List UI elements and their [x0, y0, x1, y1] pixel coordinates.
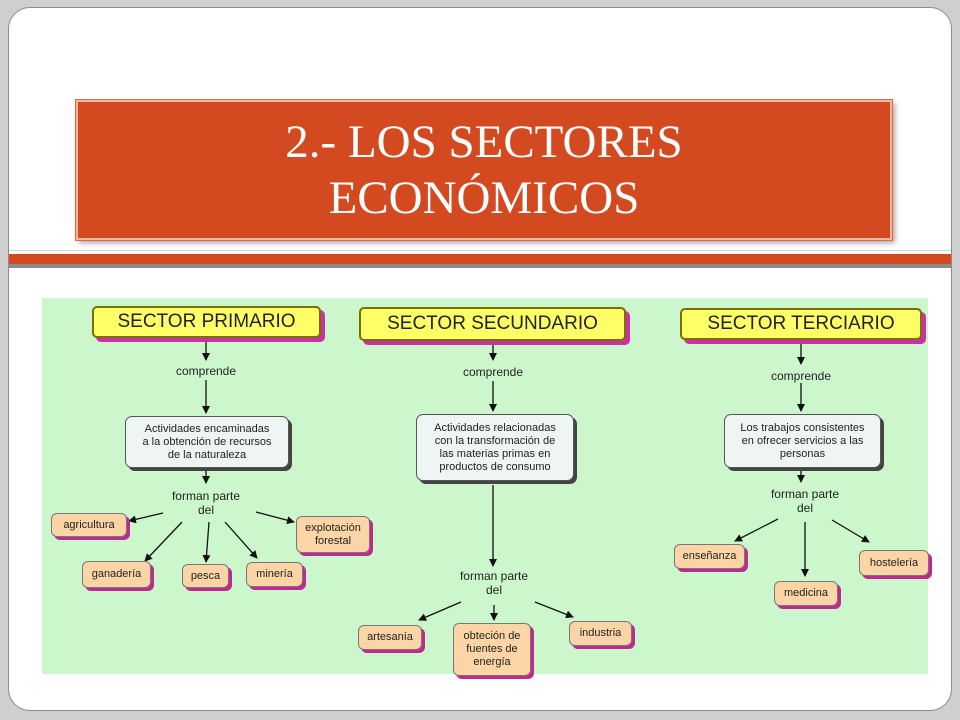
arrow	[534, 601, 574, 619]
item-ensenanza: enseñanza	[674, 544, 745, 569]
terciario-description: Los trabajos consistentes en ofrecer ser…	[724, 414, 881, 468]
item-obtencion-fuentes-energia: obteción de fuentes de energía	[453, 623, 531, 676]
secundario-description: Actividades relacionadas con la transfor…	[416, 414, 574, 481]
title-box: 2.- LOS SECTORES ECONÓMICOS	[76, 100, 892, 240]
arrow	[202, 521, 211, 563]
primario-link-forman-parte: forman parte del	[171, 489, 241, 517]
sector-terciario-node: SECTOR TERCIARIO	[680, 308, 922, 340]
terciario-link-forman-parte: forman parte del	[770, 487, 840, 515]
arrow	[255, 511, 295, 525]
item-hosteleria: hostelería	[859, 550, 929, 576]
connector-arrows	[128, 340, 870, 621]
arrow	[734, 518, 779, 542]
item-pesca: pesca	[182, 564, 229, 588]
divider-line	[9, 250, 951, 251]
arrow	[418, 601, 462, 621]
item-medicina: medicina	[774, 581, 838, 606]
title-line-2: ECONÓMICOS	[328, 172, 640, 224]
divider-shadow	[9, 264, 951, 268]
secundario-link-forman-parte: forman parte del	[459, 569, 529, 597]
item-agricultura: agricultura	[51, 513, 127, 537]
item-artesania: artesanía	[358, 625, 422, 650]
sector-primario-node: SECTOR PRIMARIO	[92, 306, 321, 338]
arrow	[128, 512, 164, 524]
arrow	[224, 521, 258, 559]
arrow	[144, 521, 183, 562]
title-line-1: 2.- LOS SECTORES	[285, 116, 683, 168]
accent-band	[9, 254, 951, 264]
primario-description: Actividades encaminadas a la obtención d…	[125, 416, 289, 468]
item-industria: industria	[569, 621, 632, 646]
slide: 2.- LOS SECTORES ECONÓMICOS	[8, 7, 952, 711]
concept-map: SECTOR PRIMARIO comprende Actividades en…	[42, 298, 929, 676]
sector-secundario-node: SECTOR SECUNDARIO	[359, 307, 626, 341]
secundario-link-comprende: comprende	[462, 365, 524, 379]
arrow	[831, 519, 870, 543]
terciario-link-comprende: comprende	[770, 369, 832, 383]
item-ganaderia: ganadería	[82, 561, 151, 588]
item-mineria: minería	[246, 562, 303, 587]
primario-link-comprende: comprende	[175, 364, 237, 378]
item-explotacion-forestal: explotación forestal	[296, 516, 370, 553]
